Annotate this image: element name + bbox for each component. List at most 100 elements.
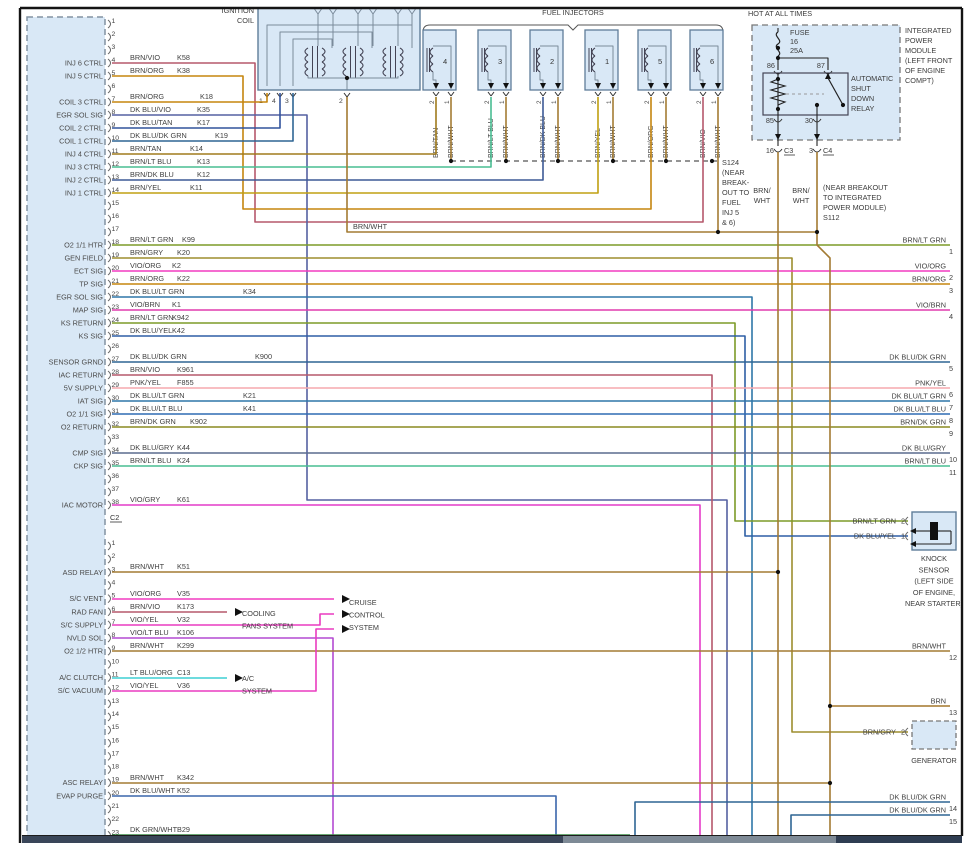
svg-text:COIL 1 CTRL: COIL 1 CTRL: [59, 137, 103, 146]
svg-text:BRN/DK GRN: BRN/DK GRN: [900, 418, 946, 427]
svg-text:K41: K41: [243, 404, 256, 413]
svg-text:COIL 3 CTRL: COIL 3 CTRL: [59, 98, 103, 107]
svg-text:OUT TO: OUT TO: [722, 188, 749, 197]
svg-text:S/C VENT: S/C VENT: [69, 594, 103, 603]
svg-text:NVLD SOL: NVLD SOL: [67, 634, 103, 643]
svg-text:S112: S112: [823, 213, 840, 222]
svg-text:5V SUPPLY: 5V SUPPLY: [64, 384, 103, 393]
svg-text:DK BLU/YEL: DK BLU/YEL: [130, 326, 172, 335]
svg-text:INJ 5 CTRL: INJ 5 CTRL: [65, 72, 103, 81]
svg-text:2: 2: [901, 517, 905, 526]
svg-text:15: 15: [949, 817, 957, 826]
svg-text:K20: K20: [177, 248, 190, 257]
svg-text:1: 1: [605, 57, 609, 66]
svg-text:BRN/WHT: BRN/WHT: [130, 773, 165, 782]
svg-text:35: 35: [112, 460, 120, 467]
svg-text:K19: K19: [215, 131, 228, 140]
svg-text:BRN/YEL: BRN/YEL: [130, 183, 161, 192]
svg-text:PNK/YEL: PNK/YEL: [130, 378, 161, 387]
svg-text:VIO/BRN: VIO/BRN: [916, 301, 946, 310]
svg-text:WHT: WHT: [754, 196, 771, 205]
svg-text:BRN/: BRN/: [792, 186, 810, 195]
svg-text:28: 28: [112, 369, 120, 376]
svg-text:DK BLU/DK GRN: DK BLU/DK GRN: [889, 353, 946, 362]
svg-text:IGNITION: IGNITION: [222, 6, 254, 15]
svg-text:BRN/ORG: BRN/ORG: [130, 92, 164, 101]
svg-text:SENSOR: SENSOR: [919, 565, 950, 574]
svg-text:DK BLU/WHT: DK BLU/WHT: [130, 786, 176, 795]
frame: [18, 6, 964, 843]
svg-text:K173: K173: [177, 602, 194, 611]
svg-text:BRN/ORG: BRN/ORG: [912, 275, 946, 284]
svg-text:5: 5: [112, 593, 116, 600]
svg-text:VIO/YEL: VIO/YEL: [130, 681, 158, 690]
svg-text:DK BLU/DK GRN: DK BLU/DK GRN: [130, 131, 187, 140]
svg-text:BRN/VIO: BRN/VIO: [130, 53, 160, 62]
wire-stub15: [790, 814, 950, 836]
svg-text:S/C SUPPLY: S/C SUPPLY: [61, 620, 104, 629]
svg-text:10: 10: [112, 135, 120, 142]
svg-text:12: 12: [949, 653, 957, 662]
svg-text:DK BLU/GRY: DK BLU/GRY: [130, 443, 174, 452]
svg-text:NEAR STARTER): NEAR STARTER): [905, 599, 963, 608]
svg-text:21: 21: [112, 803, 120, 810]
wire-coil2-brnwht: BRN/WHT: [346, 97, 817, 233]
svg-text:2: 2: [339, 98, 343, 105]
svg-text:BRN/: BRN/: [753, 186, 771, 195]
bottom-connector-bar: [22, 835, 962, 843]
svg-text:27: 27: [112, 356, 120, 363]
svg-text:9: 9: [112, 645, 116, 652]
svg-text:AUTOMATIC: AUTOMATIC: [851, 74, 893, 83]
svg-text:2: 2: [536, 100, 543, 104]
svg-text:COIL 2 CTRL: COIL 2 CTRL: [59, 124, 103, 133]
svg-text:6: 6: [710, 57, 714, 66]
svg-text:A/C CLUTCH: A/C CLUTCH: [59, 673, 103, 682]
svg-text:OF ENGINE,: OF ENGINE,: [913, 588, 955, 597]
svg-text:1: 1: [901, 532, 905, 541]
svg-text:ASC RELAY: ASC RELAY: [63, 778, 104, 787]
svg-text:86: 86: [767, 61, 775, 70]
svg-text:9: 9: [112, 122, 116, 129]
svg-text:K38: K38: [177, 66, 190, 75]
svg-text:EGR SOL SIG: EGR SOL SIG: [56, 293, 103, 302]
svg-text:2: 2: [112, 31, 116, 38]
svg-text:20: 20: [112, 265, 120, 272]
svg-text:WHT: WHT: [793, 196, 810, 205]
svg-text:K106: K106: [177, 628, 194, 637]
svg-text:6: 6: [949, 390, 953, 399]
svg-text:37: 37: [112, 486, 120, 493]
svg-text:23: 23: [112, 304, 120, 311]
svg-text:34: 34: [112, 447, 120, 454]
svg-text:1: 1: [444, 100, 451, 104]
svg-text:BRN/DK GRN: BRN/DK GRN: [130, 417, 176, 426]
svg-text:KS RETURN: KS RETURN: [61, 319, 103, 328]
svg-text:16: 16: [112, 737, 120, 744]
svg-text:DK BLU/VIO: DK BLU/VIO: [130, 105, 171, 114]
svg-text:18: 18: [112, 764, 120, 771]
svg-text:O2 1/1 SIG: O2 1/1 SIG: [66, 410, 103, 419]
svg-text:7: 7: [949, 403, 953, 412]
svg-text:BRN/TAN: BRN/TAN: [130, 144, 162, 153]
svg-text:22: 22: [112, 291, 120, 298]
svg-text:A/C: A/C: [242, 674, 254, 683]
svg-text:VIO/YEL: VIO/YEL: [130, 615, 158, 624]
svg-text:8: 8: [949, 416, 953, 425]
svg-text:COIL: COIL: [237, 16, 254, 25]
svg-text:2: 2: [901, 728, 905, 737]
svg-text:BREAK-: BREAK-: [722, 178, 750, 187]
svg-text:V35: V35: [177, 589, 190, 598]
